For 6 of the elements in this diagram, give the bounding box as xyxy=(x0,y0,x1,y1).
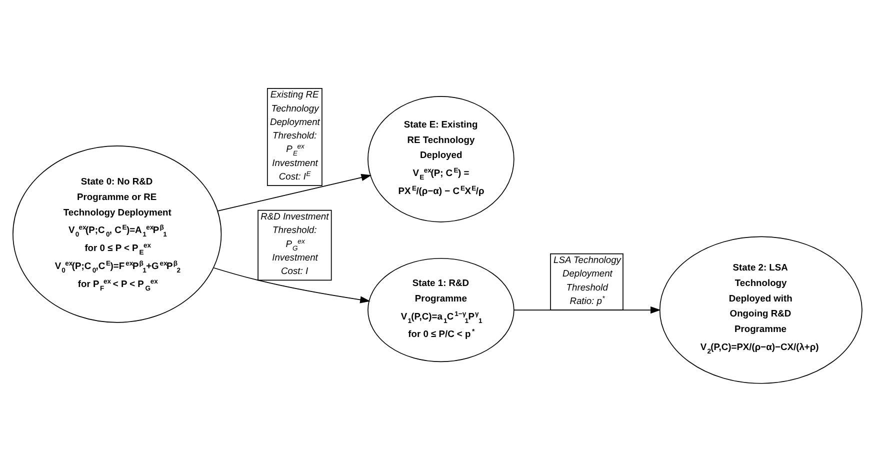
arrow xyxy=(217,174,372,212)
node-ellipse: State 2: LSA Technology Deployed with Ongoing R&D Programme V$_{2}$(P,C)=PX/(ρ−α)−CX/(λ+ρ) xyxy=(659,236,862,384)
arrow xyxy=(514,306,661,314)
edge-label: LSA Technology Deployment Threshold Ratio: p$^{*}$ xyxy=(554,254,621,306)
arrow xyxy=(213,267,370,304)
node-ellipse: State E: Existing RE Technology Deployed V$_{E}$$^{ex}$(P; C$^{E}$) = PX$^{E}$/(ρ−α) − C$^{E}$X$^{E}$/ρ xyxy=(368,96,514,222)
